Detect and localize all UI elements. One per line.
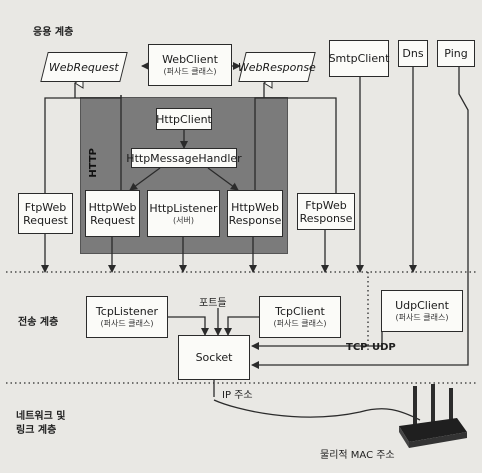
router-icon (399, 384, 467, 448)
http-web-response-box: HttpWeb Response (227, 190, 283, 237)
dns-label: Dns (402, 47, 424, 60)
http-web-request-label-line2: Request (90, 213, 135, 227)
tcp-listener-box: TcpListener (퍼사드 클래스) (86, 296, 168, 338)
web-client-box: WebClient (퍼사드 클래스) (148, 44, 232, 86)
tcp-side-label: TCP (346, 342, 368, 353)
smtp-client-box: SmtpClient (329, 40, 389, 77)
http-message-handler-box: HttpMessageHandler (126, 148, 242, 168)
web-response-label: WebResponse (238, 60, 316, 74)
http-web-response-label-line1: HttpWeb (231, 200, 279, 214)
ping-box: Ping (437, 40, 475, 67)
tcp-listener-label: TcpListener (95, 305, 159, 318)
ip-address-label: IP 주소 (222, 390, 253, 401)
http-web-request-box: HttpWeb Request (85, 190, 140, 237)
http-side-label: HTTP (88, 148, 99, 178)
udp-client-label: UdpClient (395, 299, 449, 312)
ftp-web-response-label-line2: Response (299, 211, 353, 225)
http-web-response-label-line2: Response (228, 213, 282, 227)
udp-side-label: UDP (372, 342, 396, 353)
transport-layer-label: 전송 계층 (18, 317, 59, 328)
application-layer-label: 응용 계층 (33, 27, 74, 38)
http-listener-sublabel: (서버) (173, 215, 194, 225)
ftp-web-request-box: FtpWeb Request (18, 193, 73, 234)
network-layer-label-line2: 링크 계층 (16, 425, 57, 436)
web-client-sublabel: (퍼사드 클래스) (163, 67, 217, 76)
web-response-box: WebResponse (238, 52, 316, 82)
tcp-client-label: TcpClient (275, 305, 325, 318)
socket-label: Socket (195, 351, 233, 364)
ports-label: 포트들 (199, 298, 227, 309)
ftp-web-request-label-line2: Request (23, 213, 68, 227)
network-layer-label-line1: 네트워크 및 (16, 411, 66, 422)
ftp-web-response-label-line1: FtpWeb (305, 198, 347, 212)
http-message-handler-label: HttpMessageHandler (126, 151, 242, 165)
mac-address-label: 물리적 MAC 주소 (320, 450, 395, 461)
tcp-listener-sublabel: (퍼사드 클래스) (100, 319, 154, 328)
web-request-label: WebRequest (49, 60, 119, 74)
udp-client-sublabel: (퍼사드 클래스) (395, 313, 449, 322)
http-web-request-label-line1: HttpWeb (88, 200, 137, 214)
http-client-label: HttpClient (156, 112, 212, 126)
http-client-box: HttpClient (156, 108, 212, 130)
udp-client-box: UdpClient (퍼사드 클래스) (381, 290, 463, 332)
web-request-box: WebRequest (40, 52, 128, 82)
smtp-client-label: SmtpClient (328, 52, 390, 65)
tcp-client-box: TcpClient (퍼사드 클래스) (259, 296, 341, 338)
http-listener-box: HttpListener (서버) (147, 190, 220, 237)
socket-box: Socket (178, 335, 250, 380)
ftp-web-request-label-line1: FtpWeb (24, 200, 67, 214)
http-listener-label: HttpListener (149, 201, 218, 215)
ftp-web-response-box: FtpWeb Response (297, 193, 355, 230)
dns-box: Dns (398, 40, 428, 67)
ping-label: Ping (444, 47, 468, 60)
tcp-client-sublabel: (퍼사드 클래스) (273, 319, 327, 328)
web-client-label: WebClient (162, 53, 218, 66)
